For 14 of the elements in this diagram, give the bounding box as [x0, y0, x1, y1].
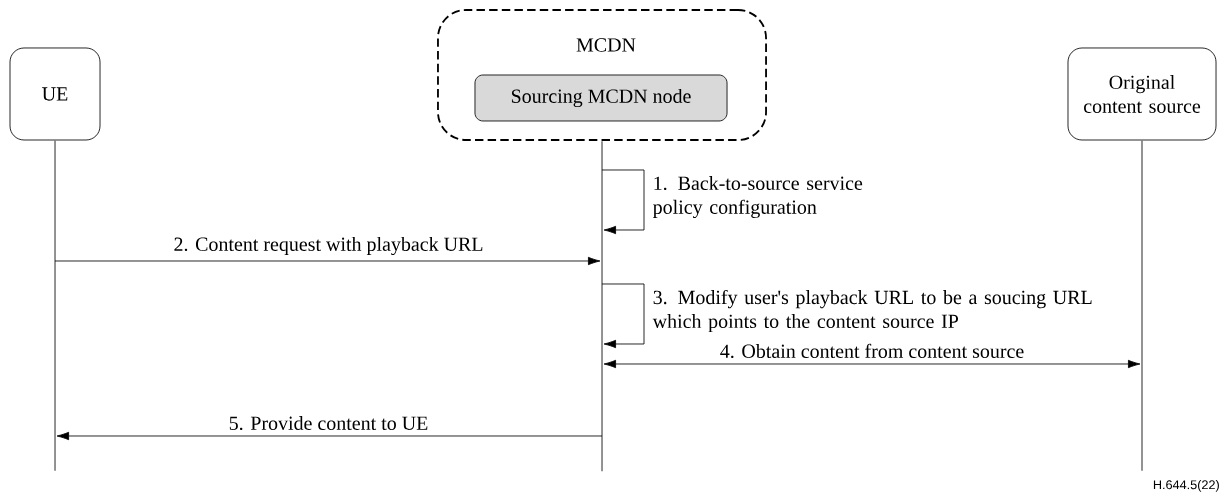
process-box: Sourcing MCDN node [474, 74, 728, 122]
participant-box: Original content source [1067, 47, 1217, 141]
message-arrow [603, 359, 1141, 369]
edge-label: 5. Provide content to UE [229, 415, 428, 431]
participant-box: UE [9, 47, 101, 141]
edge-label: 4. Obtain content from content source [720, 343, 1024, 359]
edge-label: 3. Modify user's playback URL to be a soucing URL which points to the content source IP [652, 289, 1092, 333]
self-arrow [601, 283, 645, 349]
edge-label: 1. Back-to-source service policy configuration [653, 175, 863, 218]
figure-number: H.644.5(22) [1153, 479, 1219, 492]
edge-label: 2. Content request with playback URL [174, 236, 483, 256]
message-arrow [56, 431, 603, 441]
self-arrow [601, 169, 645, 235]
message-arrow [54, 256, 601, 266]
